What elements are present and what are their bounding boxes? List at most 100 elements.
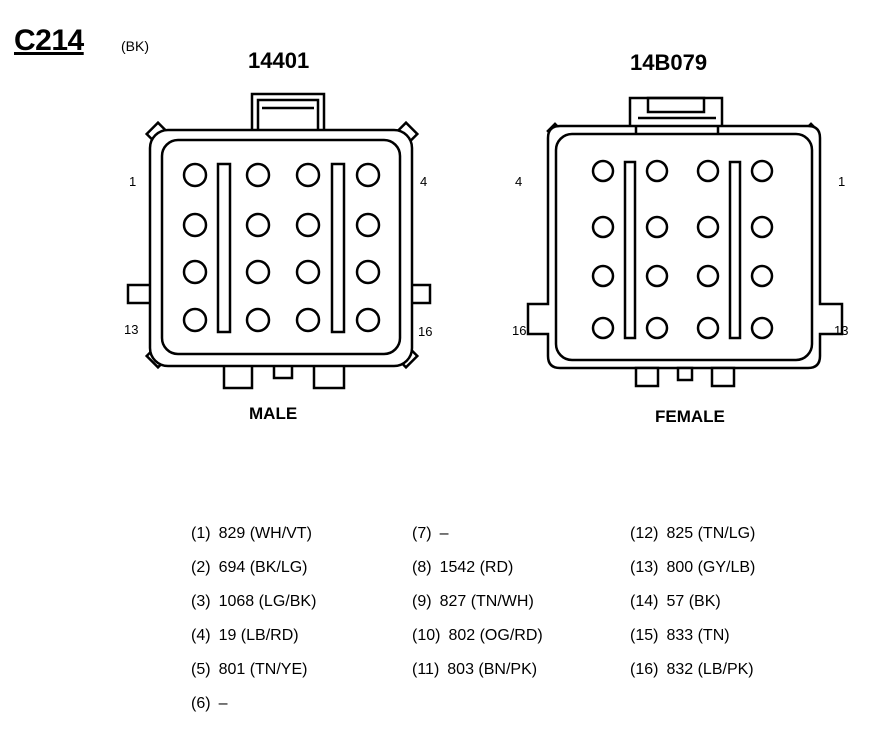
pin-number: (4) bbox=[191, 627, 211, 644]
male-pin-label-bottom-left: 13 bbox=[124, 322, 138, 337]
pin-description: 1068 (LG/BK) bbox=[218, 593, 317, 610]
male-pins bbox=[182, 162, 381, 333]
pinout-row: (2)694 (BK/LG) bbox=[191, 556, 316, 590]
pin-description: 802 (OG/RD) bbox=[448, 627, 543, 644]
female-pin bbox=[750, 159, 774, 183]
pin-description: – bbox=[218, 695, 228, 712]
female-pin bbox=[645, 264, 669, 288]
female-pin bbox=[696, 215, 720, 239]
male-pin-label-top-right: 4 bbox=[420, 174, 427, 189]
male-pin bbox=[182, 259, 208, 285]
pinout-row: (10) 802 (OG/RD) bbox=[412, 624, 543, 658]
pin-number: (11) bbox=[412, 661, 440, 678]
pinout-row: (3) 1068 (LG/BK) bbox=[191, 590, 316, 624]
pinout-row: (16) 832 (LB/PK) bbox=[630, 658, 755, 692]
male-divider-2 bbox=[330, 162, 346, 334]
female-divider-1 bbox=[623, 160, 637, 340]
female-top-latch bbox=[628, 96, 724, 130]
male-pin bbox=[355, 307, 381, 333]
connector-diagrams: 1 4 13 16 4 1 16 13 bbox=[124, 92, 848, 390]
male-pin bbox=[182, 162, 208, 188]
pin-description: 800 (GY/LB) bbox=[666, 559, 756, 576]
pinout-column-3: (12)825 (TN/LG) (13)800 (GY/LB) (14) 57 (… bbox=[630, 522, 755, 692]
pin-description: 694 (BK/LG) bbox=[218, 559, 308, 576]
female-pin bbox=[591, 215, 615, 239]
male-pin bbox=[295, 162, 321, 188]
pin-description: 1542 (RD) bbox=[439, 559, 514, 576]
pinout-row: (14) 57 (BK) bbox=[630, 590, 755, 624]
pin-description: – bbox=[439, 525, 449, 542]
pinout-row: (7)– bbox=[412, 522, 543, 556]
male-pin bbox=[182, 307, 208, 333]
male-pin bbox=[182, 212, 208, 238]
connector-color: (BK) bbox=[121, 38, 149, 54]
female-pin-label-top-left: 4 bbox=[515, 174, 522, 189]
pinout-row: (1)829 (WH/VT) bbox=[191, 522, 316, 556]
female-bottom-tab-3 bbox=[710, 366, 736, 388]
male-pin bbox=[355, 259, 381, 285]
female-pin-label-top-right: 1 bbox=[838, 174, 845, 189]
male-side-tab-left bbox=[126, 283, 154, 305]
pin-number: (15) bbox=[630, 627, 659, 644]
pin-number: (6) bbox=[191, 695, 211, 712]
female-pin bbox=[696, 159, 720, 183]
pinout-column-2: (7)– (8) 1542 (RD) (9)827 (TN/WH) (10) 802… bbox=[412, 522, 543, 692]
female-pin bbox=[696, 264, 720, 288]
pin-number: (8) bbox=[412, 559, 432, 576]
female-pin bbox=[645, 215, 669, 239]
male-pin bbox=[355, 212, 381, 238]
female-body-inner bbox=[554, 132, 814, 362]
male-part-number: 14401 bbox=[248, 48, 310, 73]
female-pin bbox=[645, 159, 669, 183]
female-divider-2 bbox=[728, 160, 742, 340]
male-pin bbox=[295, 307, 321, 333]
pin-description: 801 (TN/YE) bbox=[218, 661, 308, 678]
connector-id: C214 bbox=[14, 24, 84, 57]
pin-number: (14) bbox=[630, 593, 659, 610]
female-pin bbox=[645, 316, 669, 340]
female-pin bbox=[591, 264, 615, 288]
pin-description: 57 (BK) bbox=[666, 593, 721, 610]
male-divider-1 bbox=[216, 162, 232, 334]
male-pin bbox=[295, 212, 321, 238]
pin-number: (7) bbox=[412, 525, 432, 542]
pin-number: (10) bbox=[412, 627, 441, 644]
pin-number: (5) bbox=[191, 661, 211, 678]
female-pin-label-bottom-left: 16 bbox=[512, 323, 526, 338]
male-connector bbox=[126, 92, 432, 390]
female-pins bbox=[591, 159, 774, 340]
female-pin bbox=[750, 215, 774, 239]
pin-description: 803 (BN/PK) bbox=[447, 661, 538, 678]
pin-description: 19 (LB/RD) bbox=[218, 627, 299, 644]
female-pin bbox=[591, 159, 615, 183]
pinout-column-1: (1)829 (WH/VT) (2)694 (BK/LG) (3) 1068 (L… bbox=[191, 522, 316, 726]
pinout-row: (15)833 (TN) bbox=[630, 624, 755, 658]
male-pin bbox=[245, 212, 271, 238]
pinout-row: (11) 803 (BN/PK) bbox=[412, 658, 543, 692]
female-pin bbox=[696, 316, 720, 340]
male-pin bbox=[245, 259, 271, 285]
female-bottom-tab-1 bbox=[634, 366, 660, 388]
pin-number: (3) bbox=[191, 593, 211, 610]
male-pin bbox=[245, 307, 271, 333]
pinout-row: (8) 1542 (RD) bbox=[412, 556, 543, 590]
female-bottom-tab-2 bbox=[676, 366, 694, 382]
male-pin bbox=[295, 259, 321, 285]
male-pin-label-top-left: 1 bbox=[129, 174, 136, 189]
pinout-row: (9)827 (TN/WH) bbox=[412, 590, 543, 624]
pinout-row: (4) 19 (LB/RD) bbox=[191, 624, 316, 658]
female-pin bbox=[750, 264, 774, 288]
male-pin bbox=[245, 162, 271, 188]
female-part-number: 14B079 bbox=[630, 50, 708, 75]
female-pin bbox=[591, 316, 615, 340]
female-label: FEMALE bbox=[655, 407, 725, 426]
pin-description: 832 (LB/PK) bbox=[666, 661, 754, 678]
pinout-row: (12)825 (TN/LG) bbox=[630, 522, 755, 556]
pin-number: (1) bbox=[191, 525, 211, 542]
male-pin-label-bottom-right: 16 bbox=[418, 324, 432, 339]
pin-description: 825 (TN/LG) bbox=[666, 525, 756, 542]
female-pin bbox=[750, 316, 774, 340]
pin-number: (16) bbox=[630, 661, 659, 678]
pinout-row: (5) 801 (TN/YE) bbox=[191, 658, 316, 692]
pinout-row: (13)800 (GY/LB) bbox=[630, 556, 755, 590]
